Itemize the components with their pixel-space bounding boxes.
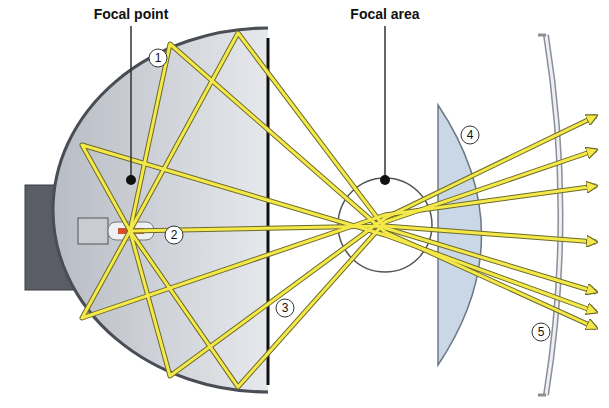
focal-point-dot [126,175,136,185]
callout-number: 1 [149,49,167,67]
cover-glass-inner [546,35,561,395]
callout-number: 5 [532,323,550,341]
part-label: Focal area [348,6,421,22]
leader-line [130,26,132,176]
ray-outlines [82,33,596,387]
callout-number: 3 [276,299,294,317]
leader-line [384,26,386,176]
bulb-socket [78,218,108,244]
cover-glass [546,35,561,395]
shield [267,38,270,385]
callout-number: 2 [165,226,183,244]
light-rays [82,33,596,387]
callout-number: 4 [461,126,479,144]
callout-circles [149,49,550,341]
part-label: Focal point [92,6,171,22]
focal-area-dot [380,175,390,185]
